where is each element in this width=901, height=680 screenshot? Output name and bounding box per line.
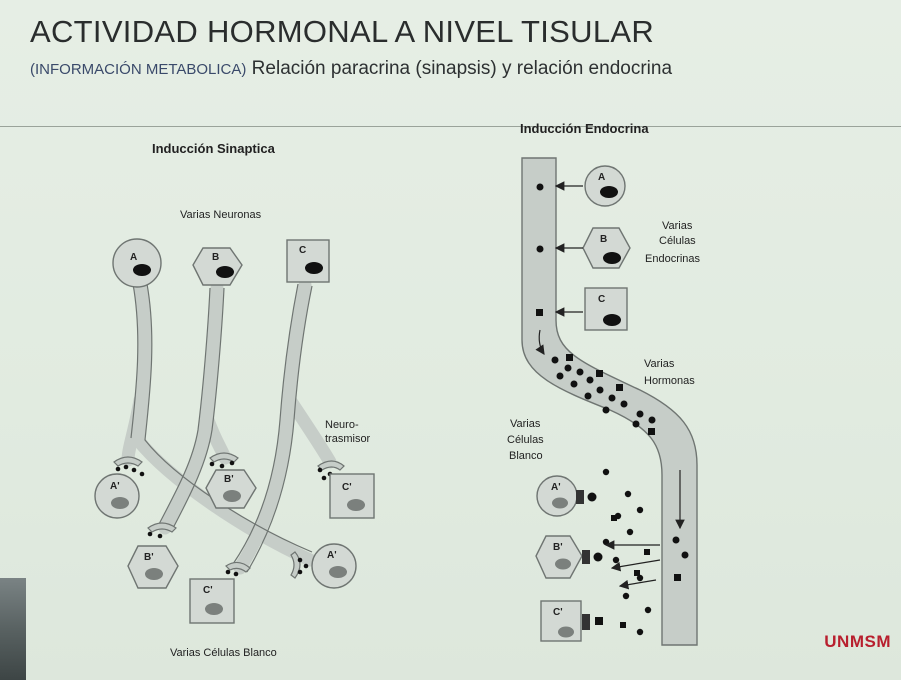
terminal-a <box>113 456 143 467</box>
endocrine-cell-a: A <box>584 165 626 207</box>
endocrine-targets-label-2: Células <box>507 434 544 446</box>
endocrine-target-a-label: A' <box>551 482 561 493</box>
endocrine-target-b-prime: B' <box>535 535 603 579</box>
target-b-prime-label: B' <box>224 474 234 485</box>
free-hormones <box>602 468 652 636</box>
targets-label: Varias Células Blanco <box>170 647 277 659</box>
slide-title: ACTIVIDAD HORMONAL A NIVEL TISULAR <box>30 14 655 49</box>
target-a-prime-2: A' <box>311 543 357 589</box>
target-b-prime-2-label: B' <box>144 552 154 563</box>
subtitle-relation: Relación paracrina (sinapsis) y relación… <box>246 58 673 79</box>
terminal-c2 <box>225 561 251 573</box>
endocrine-cells-label-1: Varias <box>662 220 693 232</box>
target-c-prime-2-label: C' <box>203 585 213 596</box>
endocrine-cell-c-label: C <box>598 294 605 305</box>
terminals <box>113 452 345 579</box>
endocrine-cell-b-label: B <box>600 234 607 245</box>
target-c-prime-2: C' <box>189 578 235 624</box>
axon-outlines <box>130 283 313 573</box>
endocrine-targets-label-1: Varias <box>510 418 541 430</box>
endocrine-cells-label-3: Endocrinas <box>645 253 701 265</box>
neuron-a-label: A <box>130 252 137 263</box>
neuro-label-2: trasmisor <box>325 433 371 445</box>
target-a-prime-1: A' <box>94 473 140 519</box>
terminal-b2 <box>147 522 177 533</box>
neuro-label-1: Neuro- <box>325 419 359 431</box>
secretion-arrows <box>554 181 583 317</box>
secreted-hormones <box>536 183 544 316</box>
target-b-prime-1: B' <box>205 469 257 509</box>
neuron-b: B <box>192 247 243 286</box>
title-divider <box>0 126 901 127</box>
neurons-label: Varias Neuronas <box>180 209 262 221</box>
endocrine-cells-label-2: Células <box>659 235 696 247</box>
axon-c-branch <box>283 393 337 469</box>
slide-subtitle: (INFORMACIÓN METABOLICA) Relación paracr… <box>30 58 672 80</box>
terminal-c <box>317 460 345 471</box>
endocrine-targets-label-3: Blanco <box>509 450 543 462</box>
endocrine-target-a-prime: A' <box>536 475 597 517</box>
brand-logo: UNMSM <box>824 632 891 651</box>
endocrine-heading: Inducción Endocrina <box>520 121 649 136</box>
delivery-arrows <box>604 540 661 590</box>
endocrine-cell-c: C <box>584 287 628 331</box>
target-b-prime-2: B' <box>127 545 179 589</box>
hormones-label-1: Varias <box>644 358 675 370</box>
flow-arrows <box>535 329 685 530</box>
hormones-label-2: Hormonas <box>644 375 695 387</box>
neurotransmitter-dots <box>115 460 333 577</box>
neuron-b-label: B <box>212 252 219 263</box>
neuron-a: A <box>112 238 162 288</box>
target-c-prime-1: C' <box>329 473 375 519</box>
endocrine-target-c-prime: C' <box>540 600 603 642</box>
axon-c <box>233 278 312 575</box>
synaptic-heading: Inducción Sinaptica <box>152 141 276 156</box>
edge-photo <box>0 578 26 680</box>
vessel-hormones <box>551 354 689 581</box>
endocrine-target-c-label: C' <box>553 607 563 618</box>
neuron-c: C <box>286 239 330 283</box>
endocrine-cell-a-label: A <box>598 172 605 183</box>
neuron-c-label: C <box>299 245 306 256</box>
endocrine-cell-b: B <box>582 227 631 269</box>
endocrine-target-b-label: B' <box>553 542 563 553</box>
blood-vessel <box>521 157 698 646</box>
target-a-prime-2-label: A' <box>327 550 337 561</box>
subtitle-info: (INFORMACIÓN METABOLICA) <box>30 61 247 78</box>
target-a-prime-label: A' <box>110 481 120 492</box>
target-c-prime-label: C' <box>342 482 352 493</box>
